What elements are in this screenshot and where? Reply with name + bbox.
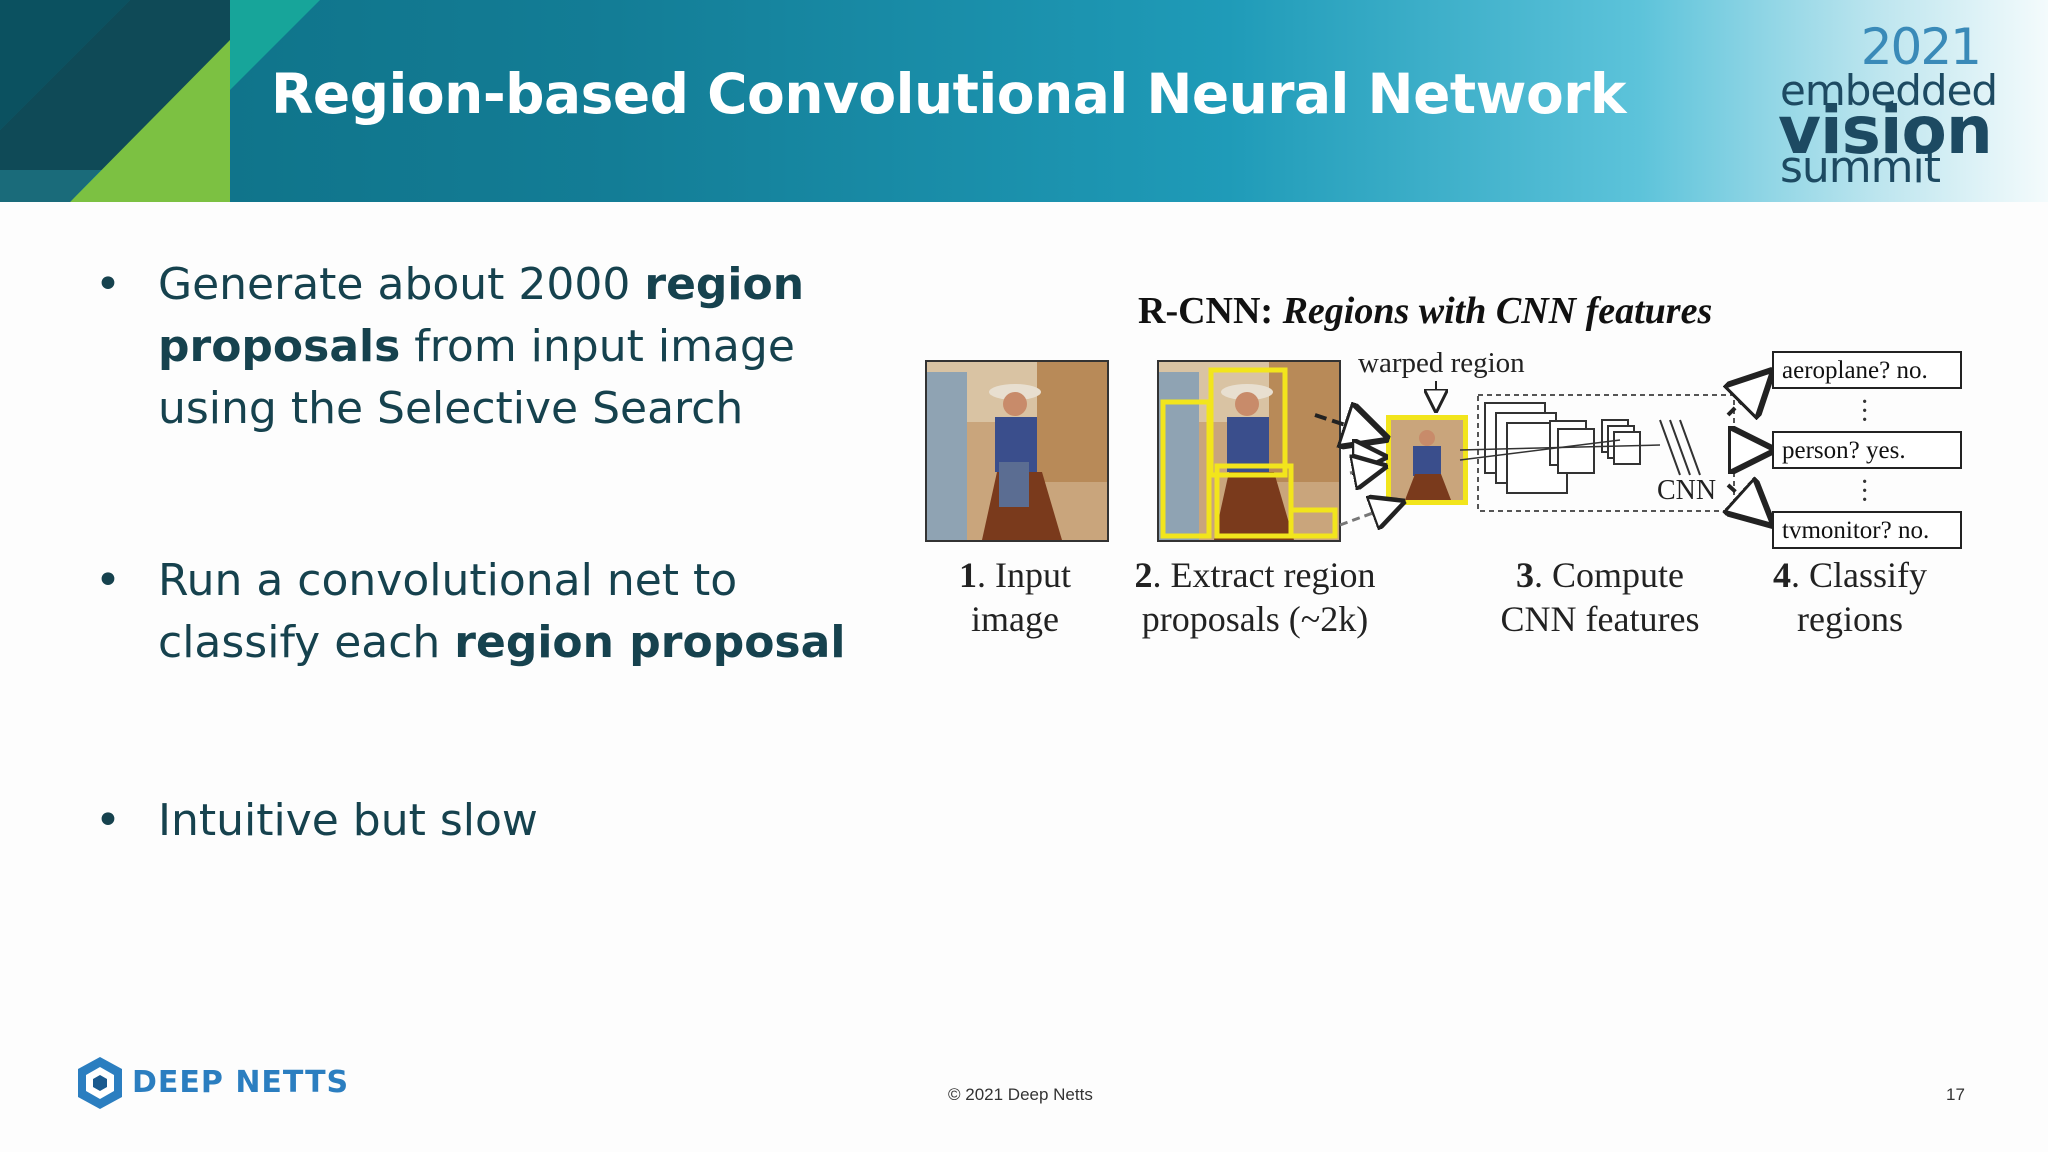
pipeline-diagram xyxy=(1314,285,1970,665)
warped-crop-icon xyxy=(1391,420,1463,500)
bullet-text-bold: region proposals xyxy=(158,259,805,372)
bullet-dot-icon: • xyxy=(95,555,121,606)
figure-title-italic: Regions with CNN features xyxy=(1282,290,1713,332)
bullet-text-bold: region proposal xyxy=(454,617,846,668)
step-number: 2 xyxy=(1134,555,1153,595)
step-line2: CNN features xyxy=(1500,599,1700,639)
warped-region-image xyxy=(1386,415,1468,505)
embedded-vision-summit-logo: 2021 embedded vision summit xyxy=(1776,14,1998,193)
figure-title: R-CNN: Regions with CNN features xyxy=(1138,289,1712,333)
copyright-text: © 2021 Deep Netts xyxy=(948,1085,1093,1104)
page-number: 17 xyxy=(1946,1085,1965,1104)
step-number: 3 xyxy=(1516,555,1534,595)
bullet-text: Generate about 2000 region proposals fro… xyxy=(158,254,878,440)
bullet-text-part: Run a convolutional net to classify each xyxy=(158,555,738,668)
deep-netts-logo: DEEP NETTS xyxy=(74,1055,374,1111)
logo-summit: summit xyxy=(1780,142,1941,193)
step-line2: regions xyxy=(1797,599,1903,639)
vertical-dots-icon: ··· xyxy=(1860,387,1870,436)
bullet-dot-icon: • xyxy=(95,795,121,846)
header-banner: Region-based Convolutional Neural Networ… xyxy=(0,0,2048,202)
warped-region-label: warped region xyxy=(1358,347,1525,379)
step-line1: . Classify xyxy=(1790,555,1927,595)
bullet-dot-icon: • xyxy=(95,259,121,310)
bullet-text-part: Generate about 2000 xyxy=(158,259,645,310)
bullet-text: Intuitive but slow xyxy=(158,790,878,852)
logo-year: 2021 xyxy=(1860,18,1982,76)
cnn-label: CNN xyxy=(1657,475,1717,506)
step-line1: . Compute xyxy=(1534,555,1684,595)
bullet-text-part: from input image using the Selective Sea… xyxy=(158,321,795,434)
slide-title: Region-based Convolutional Neural Networ… xyxy=(271,62,1626,126)
output-aeroplane: aeroplane? no. xyxy=(1772,351,1962,389)
logo-vision: vision xyxy=(1778,92,1993,169)
footer-brand: DEEP NETTS xyxy=(132,1065,350,1100)
rcnn-figure: R-CNN: Regions with CNN features xyxy=(920,285,1970,665)
logo-embedded: embedded xyxy=(1780,66,1998,115)
step-line1: . Extract region xyxy=(1152,555,1376,595)
region-proposals-image xyxy=(1157,360,1341,542)
step-number: 1 xyxy=(959,555,977,595)
figure-title-bold: R-CNN: xyxy=(1138,290,1283,332)
cowboy-photo-proposals-icon xyxy=(1159,362,1339,540)
step-line1: . Input xyxy=(977,555,1071,595)
deep-netts-emblem-icon xyxy=(78,1057,122,1109)
vertical-dots-icon: ··· xyxy=(1860,467,1870,516)
bullet-text-part: Intuitive but slow xyxy=(158,795,538,846)
output-person: person? yes. xyxy=(1772,431,1962,469)
step-line2: proposals (~2k) xyxy=(1141,599,1369,639)
bullet-text: Run a convolutional net to classify each… xyxy=(158,550,878,674)
step-number: 4 xyxy=(1772,555,1791,595)
step-line2: image xyxy=(971,599,1059,639)
header-decoration xyxy=(0,0,320,202)
cowboy-photo-icon xyxy=(927,362,1107,540)
input-image xyxy=(925,360,1109,542)
output-tvmonitor: tvmonitor? no. xyxy=(1772,511,1962,549)
